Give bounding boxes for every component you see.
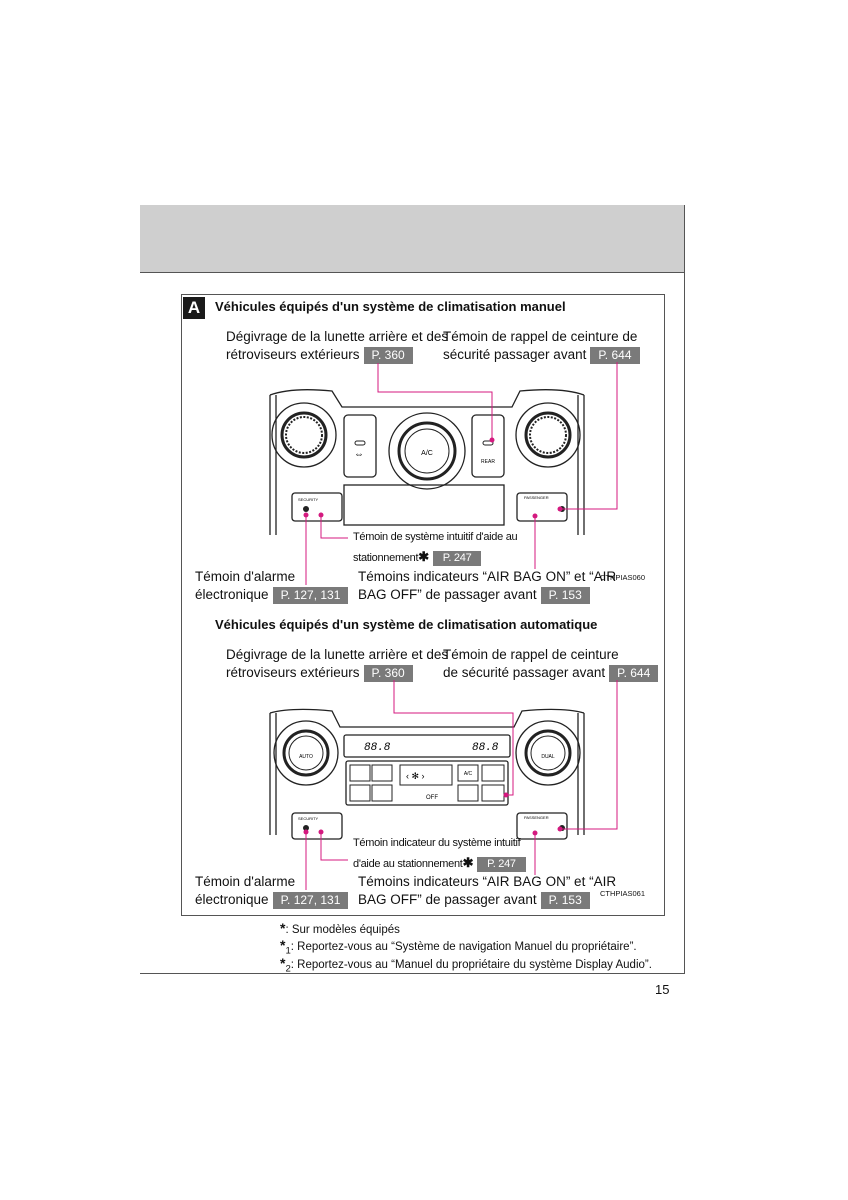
auto-defog-ref[interactable]: P. 360 xyxy=(363,664,413,682)
security-text: SECURITY xyxy=(298,497,319,502)
ac-dial-text: A/C xyxy=(421,450,433,457)
auto-heading: Véhicules équipés d'un système de climat… xyxy=(215,617,598,632)
fan-off-text: OFF xyxy=(426,795,438,801)
manual-climate-panel: A/C REAR SECURITY PASSENGER ⇔ xyxy=(269,389,585,535)
manual-heading: Véhicules équipés d'un système de climat… xyxy=(215,299,566,314)
right-temp-digits: 88.8 xyxy=(472,742,499,754)
auto-airbag-label: Témoins indicateurs “AIR BAG ON” et “AIR… xyxy=(358,874,617,909)
auto-defog-label: Dégivrage de la lunette arrière et des r… xyxy=(226,647,449,682)
auto-park-label-2: d'aide au stationnement✱P. 247 xyxy=(353,855,526,872)
dual-button-text: DUAL xyxy=(541,754,555,760)
footer-divider xyxy=(140,973,685,974)
footnote-equipped: *: Sur modèles équipés xyxy=(280,920,400,936)
auto-figure-code: CTHPIAS061 xyxy=(600,889,646,898)
manual-defog-ref[interactable]: P. 360 xyxy=(363,346,413,364)
auto-security-text: SECURITY xyxy=(298,816,319,821)
auto-park-ref[interactable]: P. 247 xyxy=(477,856,526,872)
manual-alarm-ref[interactable]: P. 127, 131 xyxy=(272,586,349,604)
auto-park-label-1: Témoin indicateur du système intuitif xyxy=(353,837,521,849)
auto-climate-panel: 88.8 88.8 AUTO DUAL A/C OFF SECURITY PAS… xyxy=(269,708,585,840)
manual-seatbelt-label: Témoin de rappel de ceinture de sécurité… xyxy=(443,328,640,364)
auto-seatbelt-label: Témoin de rappel de ceinture de sécurité… xyxy=(443,646,659,682)
ac-button-text: A/C xyxy=(464,771,473,777)
manual-defog-label: Dégivrage de la lunette arrière et des r… xyxy=(226,329,449,364)
fan-arrows-icon: ‹ ✻ › xyxy=(406,771,425,781)
auto-alarm-ref[interactable]: P. 127, 131 xyxy=(272,891,349,909)
manual-park-ref[interactable]: P. 247 xyxy=(432,550,482,566)
auto-passenger-text: PASSENGER xyxy=(524,815,549,820)
chapter-header-band xyxy=(140,205,685,272)
manual-figure-code: CTHPIAS060 xyxy=(600,573,646,582)
manual-park-label-2: stationnement✱P. 247 xyxy=(353,549,482,566)
mirror-defog-icon: ⇔ xyxy=(354,449,364,460)
rear-defog-text: REAR xyxy=(481,459,495,465)
page-number: 15 xyxy=(655,982,670,997)
manual-airbag-ref[interactable]: P. 153 xyxy=(540,586,590,604)
footnote-navigation: *1: Reportez-vous au “Système de navigat… xyxy=(280,937,637,957)
header-divider xyxy=(140,272,685,273)
page-margin-line xyxy=(684,205,685,973)
manual-seatbelt-ref[interactable]: P. 644 xyxy=(590,346,640,364)
illustration-frame xyxy=(181,294,665,916)
section-badge: A xyxy=(183,297,205,319)
left-temp-digits: 88.8 xyxy=(364,742,391,754)
passenger-text: PASSENGER xyxy=(524,495,549,500)
auto-airbag-ref[interactable]: P. 153 xyxy=(540,891,590,909)
auto-button-text: AUTO xyxy=(299,754,313,760)
manual-airbag-label: Témoins indicateurs “AIR BAG ON” et “AIR… xyxy=(358,569,617,604)
manual-park-label-1: Témoin de système intuitif d'aide au xyxy=(353,531,518,543)
footnote-display-audio: *2: Reportez-vous au “Manuel du propriét… xyxy=(280,955,652,975)
auto-seatbelt-ref[interactable]: P. 644 xyxy=(609,664,659,682)
